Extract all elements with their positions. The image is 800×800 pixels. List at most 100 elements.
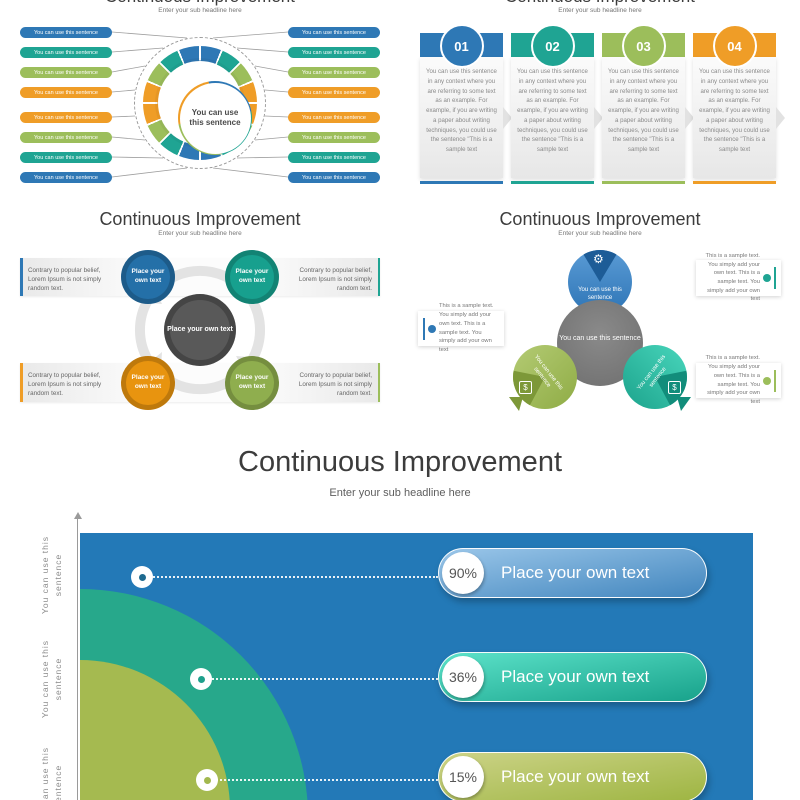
side-note: Contrary to popular belief, Lorem Ipsum … <box>298 267 372 293</box>
step-column: 03 You can use this sentence in any cont… <box>602 0 694 200</box>
note-dot <box>763 274 771 282</box>
slide2-subtitle: Enter your sub headline here <box>558 7 642 14</box>
y-axis-arrow <box>73 512 82 519</box>
cycle-center-circle: Place your own text <box>164 294 236 366</box>
chart-plot-area: 90% Place your own text 36% Place your o… <box>80 533 753 800</box>
side-note: Contrary to popular belief, Lorem Ipsum … <box>28 267 102 293</box>
step-number-badge: 01 <box>439 24 484 68</box>
leader-line <box>201 678 438 680</box>
note-text: This is a sample text. You simply add yo… <box>705 252 760 303</box>
step-accent-bar <box>602 181 685 184</box>
percent-badge: 90% <box>442 552 484 594</box>
sentence-pill: You can use this sentence <box>20 152 112 163</box>
connector-lines <box>111 31 289 178</box>
step-accent-bar <box>420 181 503 184</box>
step-column: 01 You can use this sentence in any cont… <box>420 0 512 200</box>
note-band-bottom <box>20 363 380 402</box>
venn-circle-olive: $ You can use this sentence <box>509 345 577 411</box>
leader-line <box>207 779 438 781</box>
slide2-title: Continuous Improvement <box>400 0 800 7</box>
value-pill-36: 36% Place your own text <box>438 652 707 702</box>
sentence-pill: You can use this sentence <box>20 67 112 78</box>
slide1-title: Continuous Improvement <box>0 0 400 7</box>
step-card: You can use this sentence in any context… <box>693 57 785 178</box>
cycle-circle-green: Place your own text <box>225 356 279 410</box>
sentence-pill: You can use this sentence <box>288 112 380 123</box>
venn-label: You can use this sentence <box>578 287 622 302</box>
coins-icon: $ <box>668 381 681 394</box>
band-accent-left <box>20 258 23 296</box>
side-note: Contrary to popular belief, Lorem Ipsum … <box>28 372 102 398</box>
band-accent-left <box>20 363 23 402</box>
step-body-text: You can use this sentence in any context… <box>699 68 770 153</box>
note-accent-line <box>774 267 776 289</box>
sentence-pill: You can use this sentence <box>288 87 380 98</box>
venn-center-label: You can use this sentence <box>559 335 641 342</box>
ring-inner-white: You can use this sentence <box>158 61 252 155</box>
y-axis-label: You can use this sentence <box>40 535 63 615</box>
note-accent-line <box>774 369 776 392</box>
step-number-badge: 03 <box>621 24 666 68</box>
sentence-pill: You can use this sentence <box>20 132 112 143</box>
sentence-pill: You can use this sentence <box>20 87 112 98</box>
note-text: This is a sample text. You simply add yo… <box>439 303 494 353</box>
band-accent-right <box>377 363 380 402</box>
sentence-pill: You can use this sentence <box>20 112 112 123</box>
note-dot <box>763 376 771 385</box>
slide-four-steps: Continuous Improvement Enter your sub he… <box>400 0 800 200</box>
venn-circle-teal: $ You can use this sentence <box>623 345 691 411</box>
pill-label: Place your own text <box>501 667 650 686</box>
sentence-pill: You can use this sentence <box>20 172 112 183</box>
dashed-outline-circle <box>134 37 266 169</box>
pill-label: Place your own text <box>501 767 650 786</box>
data-marker <box>196 769 218 791</box>
band-accent-right <box>377 258 380 296</box>
hub-center-label: You can use this sentence <box>179 82 251 154</box>
slide1-subtitle: Enter your sub headline here <box>158 7 242 14</box>
slide5-title: Continuous Improvement <box>238 446 562 478</box>
cycle-circle-orange: Place your own text <box>121 356 175 410</box>
percent-badge: 36% <box>442 656 484 698</box>
y-axis-label: You can use this sentence <box>40 746 63 800</box>
step-accent-bar <box>693 181 776 184</box>
cycle-circle-teal: Place your own text <box>225 250 279 304</box>
wedge-flap <box>509 397 523 411</box>
value-pill-90: 90% Place your own text <box>438 548 707 598</box>
slide-cycle-diagram: Continuous Improvement Enter your sub he… <box>0 200 400 430</box>
cash-icon: $ <box>519 381 532 394</box>
step-column: 02 You can use this sentence in any cont… <box>511 0 603 200</box>
step-accent-bar <box>511 181 594 184</box>
slide-percentage-chart: Continuous Improvement Enter your sub he… <box>0 430 800 800</box>
data-marker <box>131 566 153 588</box>
percent-badge: 15% <box>442 756 484 798</box>
sentence-pill: You can use this sentence <box>20 27 112 38</box>
step-card: You can use this sentence in any context… <box>511 57 603 178</box>
segmented-ring: You can use this sentence <box>143 46 257 160</box>
sentence-pill: You can use this sentence <box>288 132 380 143</box>
slide5-subtitle: Enter your sub headline here <box>329 487 471 499</box>
note-box-bottom-right: This is a sample text. You simply add yo… <box>696 355 781 405</box>
step-body-text: You can use this sentence in any context… <box>517 68 588 153</box>
note-box-left: This is a sample text. You simply add yo… <box>418 303 504 353</box>
sentence-pill: You can use this sentence <box>288 27 380 38</box>
slide-venn-diagram: Continuous Improvement Enter your sub he… <box>400 200 800 430</box>
step-card: You can use this sentence in any context… <box>602 57 694 178</box>
pill-label: Place your own text <box>501 563 650 582</box>
sentence-pill: You can use this sentence <box>288 172 380 183</box>
leader-line <box>142 576 438 578</box>
note-box-top-right: This is a sample text. You simply add yo… <box>696 253 781 302</box>
cycle-circle-blue: Place your own text <box>121 250 175 304</box>
step-number-badge: 02 <box>530 24 575 68</box>
sentence-pill: You can use this sentence <box>288 67 380 78</box>
slide3-subtitle: Enter your sub headline here <box>158 230 242 237</box>
side-note: Contrary to popular belief, Lorem Ipsum … <box>298 372 372 398</box>
sentence-pill: You can use this sentence <box>20 47 112 58</box>
slide4-title: Continuous Improvement <box>499 209 701 229</box>
step-body-text: You can use this sentence in any context… <box>426 68 497 153</box>
data-marker <box>190 668 212 690</box>
note-text: This is a sample text. You simply add yo… <box>705 355 760 405</box>
y-axis-line <box>77 519 78 800</box>
wedge-flap <box>677 397 691 411</box>
step-body-text: You can use this sentence in any context… <box>608 68 679 153</box>
